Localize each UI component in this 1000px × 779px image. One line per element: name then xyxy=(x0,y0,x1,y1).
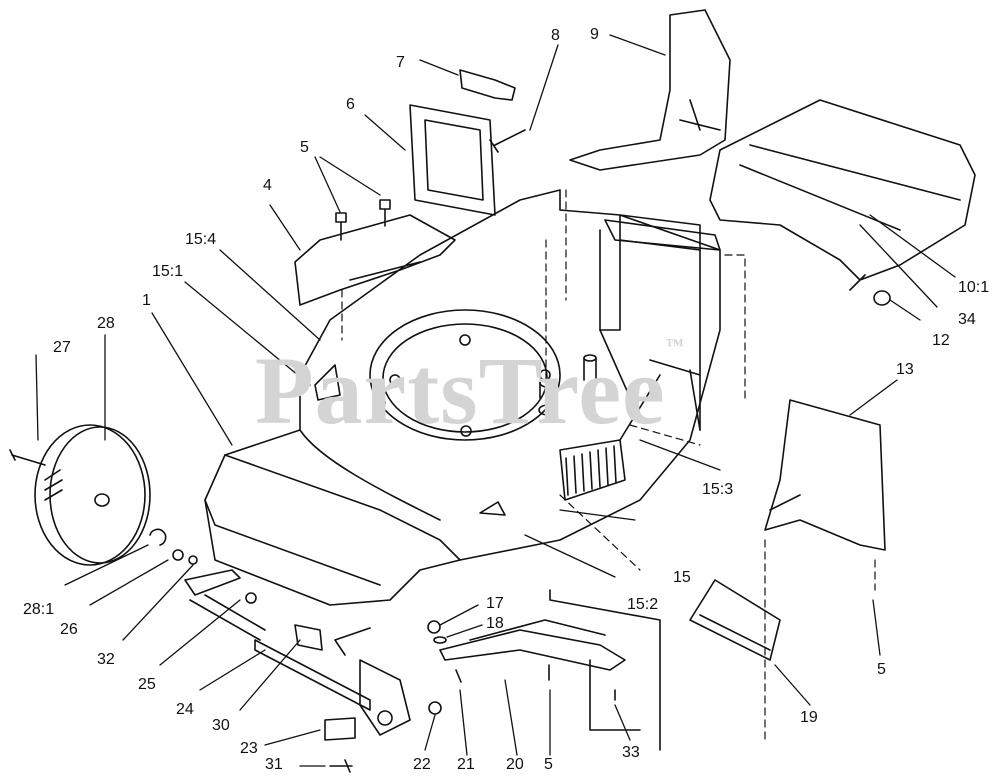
callout-33: 33 xyxy=(622,744,640,761)
callout-1: 1 xyxy=(142,292,151,309)
callout-5-right: 5 xyxy=(877,661,886,678)
callout-9: 9 xyxy=(590,26,599,43)
callout-22: 22 xyxy=(413,756,431,773)
callout-8: 8 xyxy=(551,27,560,44)
callout-7: 7 xyxy=(396,54,405,71)
callout-15: 15 xyxy=(673,569,691,586)
callout-15-4: 15:4 xyxy=(185,231,217,248)
latch-7 xyxy=(459,69,516,101)
callout-4: 4 xyxy=(263,177,272,194)
bolts-5 xyxy=(335,199,391,241)
chute-housing xyxy=(599,214,721,441)
callout-25: 25 xyxy=(138,676,156,693)
lower-bracket xyxy=(427,589,661,751)
callout-5-top: 5 xyxy=(300,139,309,156)
callout-21: 21 xyxy=(457,756,475,773)
callout-15-3: 15:3 xyxy=(702,481,734,498)
callout-15-2: 15:2 xyxy=(627,596,659,613)
callout-31: 31 xyxy=(265,756,283,773)
axle-assembly xyxy=(184,569,442,773)
baffle-bracket-19 xyxy=(689,579,781,661)
callout-13: 13 xyxy=(896,361,914,378)
rear-flap-13 xyxy=(764,399,886,551)
callout-28-1: 28:1 xyxy=(23,601,55,618)
callout-27: 27 xyxy=(53,339,71,356)
reference-lines xyxy=(341,189,876,741)
watermark: PartsTree™ xyxy=(255,335,685,444)
callout-5-bottom: 5 xyxy=(544,756,553,773)
callout-24: 24 xyxy=(176,701,194,718)
callout-15-1: 15:1 xyxy=(152,263,184,280)
leader-lines xyxy=(35,34,956,767)
chute-frame-6 xyxy=(409,104,496,216)
callout-6: 6 xyxy=(346,96,355,113)
callout-20: 20 xyxy=(506,756,524,773)
grass-bag-10-1 xyxy=(709,99,976,291)
callout-28: 28 xyxy=(97,315,115,332)
callout-32: 32 xyxy=(97,651,115,668)
callout-10-1: 10:1 xyxy=(958,279,990,296)
deck-housing xyxy=(204,189,721,606)
callout-17: 17 xyxy=(486,595,504,612)
callout-12: 12 xyxy=(932,332,950,349)
screw-8 xyxy=(489,129,526,153)
callout-19: 19 xyxy=(800,709,818,726)
callout-30: 30 xyxy=(212,717,230,734)
discharge-chute-9 xyxy=(569,9,731,171)
callout-26: 26 xyxy=(60,621,78,638)
callout-34: 34 xyxy=(958,311,976,328)
callout-23: 23 xyxy=(240,740,258,757)
wheel-assembly xyxy=(9,424,198,566)
mulch-plate-4 xyxy=(294,214,456,306)
nut-12 xyxy=(873,290,891,306)
callout-18: 18 xyxy=(486,615,504,632)
